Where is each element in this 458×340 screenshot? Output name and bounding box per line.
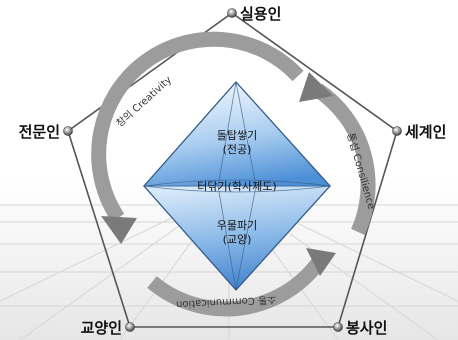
vertex-dot-icon [227, 8, 237, 18]
upper-line1: 돌탑쌓기 [217, 129, 257, 142]
communication-label: 소통 Communication [176, 293, 277, 310]
vertex-dot-icon [63, 126, 73, 136]
vertex-dot-icon [392, 126, 402, 136]
pentagon-outline [67, 12, 398, 328]
vertex-dots [63, 8, 402, 332]
upper-line2: (전공) [223, 143, 252, 156]
vertex-label-left: 전문인 [19, 123, 60, 141]
creativity-arrow [91, 31, 304, 244]
vertex-label-right: 세계인 [405, 123, 446, 141]
vertex-label-top: 실용인 [240, 5, 281, 23]
lower-line2: (교양) [223, 233, 252, 246]
communication-arrow [147, 248, 336, 317]
vertex-dot-icon [125, 322, 135, 332]
center-diamond [142, 81, 332, 291]
vertex-dot-icon [333, 322, 343, 332]
vertex-label-bottom-right: 봉사인 [346, 319, 387, 337]
consilience-arrow [299, 72, 376, 236]
lower-line1: 우물파기 [217, 219, 257, 232]
middle-label: 터닦기(학사제도) [197, 180, 276, 193]
vertex-label-bottom-left: 교양인 [81, 319, 122, 337]
